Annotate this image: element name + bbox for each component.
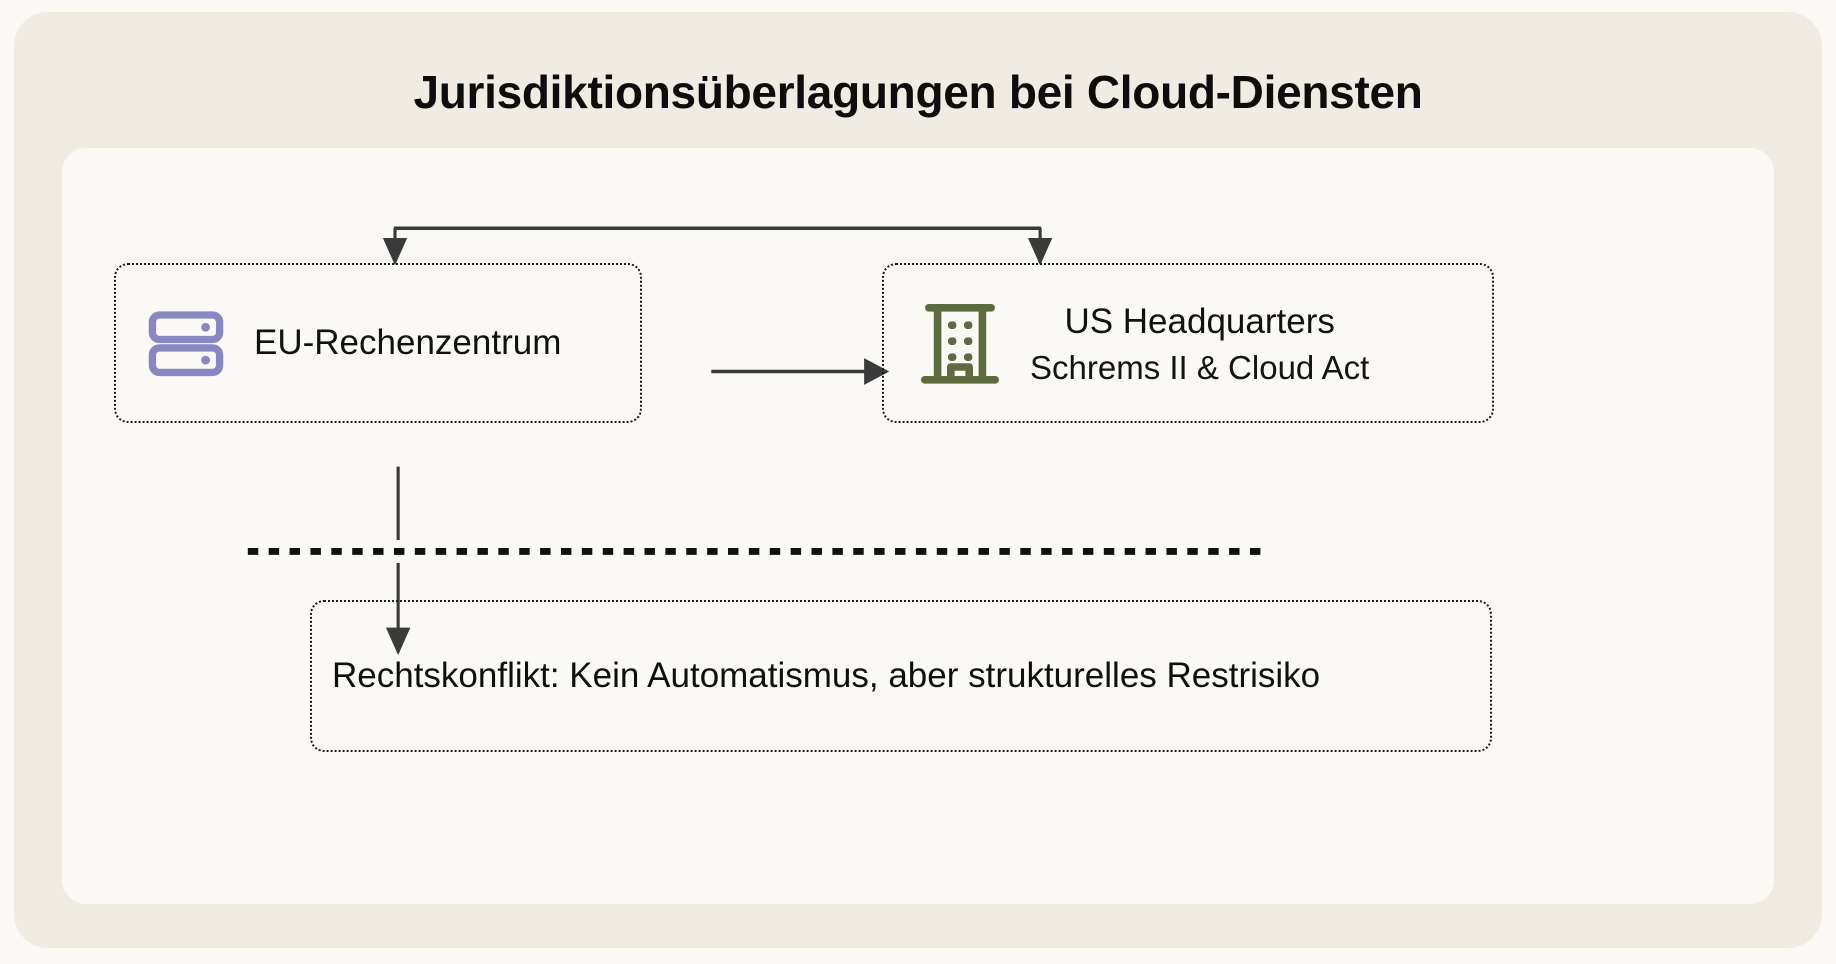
node-eu-rechenzentrum[interactable]: EU-Rechenzentrum <box>114 262 642 423</box>
node-label-us: US Headquarters <box>1064 301 1335 341</box>
node-us-headquarters[interactable]: US Headquarters Schrems II & Cloud Act <box>882 262 1494 423</box>
building-icon <box>912 293 1008 393</box>
node-sublabel-us: Schrems II & Cloud Act <box>1030 349 1370 387</box>
connector-layer <box>247 226 1263 655</box>
node-label-conflict: Rechtskonflikt: Kein Automatismus, aber … <box>332 655 1321 695</box>
server-icon <box>144 301 228 385</box>
node-label-eu: EU-Rechenzentrum <box>254 322 562 362</box>
page-title: Jurisdiktionsüberlagungen bei Cloud-Dien… <box>413 66 1423 118</box>
connector-bracket-split <box>382 226 1053 265</box>
diagram-stage: EU-Rechenzentrum <box>62 148 1774 905</box>
diagram-card: Jurisdiktionsüberlagungen bei Cloud-Dien… <box>14 12 1822 948</box>
node-label-stack-us: US Headquarters Schrems II & Cloud Act <box>1030 298 1369 387</box>
diagram-panel: EU-Rechenzentrum <box>62 147 1774 905</box>
node-legal-conflict[interactable]: Rechtskonflikt: Kein Automatismus, aber … <box>310 599 1492 752</box>
